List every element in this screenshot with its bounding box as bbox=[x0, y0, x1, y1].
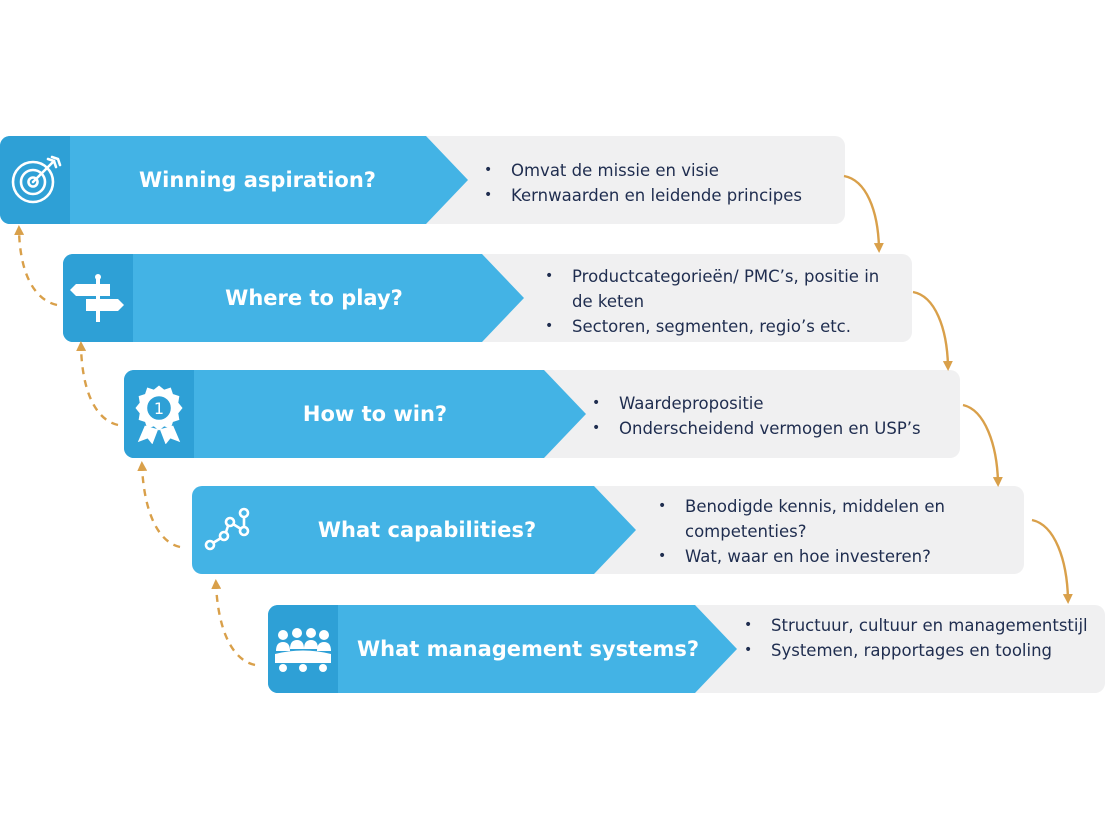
target-icon bbox=[11, 155, 62, 204]
bullet-list: Productcategorieën/ PMC’s, positie in de… bbox=[545, 264, 905, 339]
icon-box: 1 bbox=[124, 370, 194, 458]
step-how-to-win: 1 How to win? Waardepropositie Ondersche… bbox=[124, 370, 960, 458]
forward-arrow bbox=[843, 174, 884, 253]
title-arrow bbox=[192, 486, 636, 574]
icon-box bbox=[268, 605, 338, 693]
bullet-item: Wat, waar en hoe investeren? bbox=[658, 544, 978, 569]
step-title: How to win? bbox=[302, 402, 448, 426]
feedback-arrow bbox=[14, 225, 58, 307]
step-what-capabilities: What capabilities? Benodigde kennis, mid… bbox=[192, 486, 1024, 574]
network-nodes-icon bbox=[204, 507, 250, 551]
bullet-item: Waardepropositie bbox=[592, 391, 952, 416]
title-arrow bbox=[124, 370, 586, 458]
step-where-to-play: Where to play? Productcategorieën/ PMC’s… bbox=[63, 254, 912, 342]
icon-box bbox=[0, 136, 70, 224]
step-title: Winning aspiration? bbox=[139, 168, 376, 192]
bullet-list: Structuur, cultuur en managementstijl Sy… bbox=[744, 613, 1094, 663]
team-meeting-icon bbox=[275, 628, 331, 672]
award-ribbon-icon: 1 bbox=[135, 385, 183, 444]
bullet-item: Sectoren, segmenten, regio’s etc. bbox=[545, 314, 905, 339]
forward-arrow bbox=[1031, 518, 1073, 604]
step-title: What capabilities? bbox=[317, 518, 537, 542]
icon-box bbox=[63, 254, 133, 342]
title-arrow bbox=[268, 605, 737, 693]
bullet-item: Kernwaarden en leidende principes bbox=[484, 183, 834, 208]
bullet-list: Omvat de missie en visie Kernwaarden en … bbox=[484, 158, 834, 208]
step-what-management-systems: What management systems? Structuur, cult… bbox=[268, 605, 1105, 693]
bullet-item: Benodigde kennis, middelen en competenti… bbox=[658, 494, 978, 544]
bullet-item: Onderscheidend vermogen en USP’s bbox=[592, 416, 952, 441]
icon-box bbox=[192, 486, 262, 574]
bullet-item: Structuur, cultuur en managementstijl bbox=[744, 613, 1094, 638]
bullet-list: Benodigde kennis, middelen en competenti… bbox=[658, 494, 978, 569]
title-arrow bbox=[63, 254, 524, 342]
forward-arrow bbox=[962, 403, 1003, 487]
bullet-item: Omvat de missie en visie bbox=[484, 158, 834, 183]
title-arrow bbox=[0, 136, 468, 224]
bullet-item: Productcategorieën/ PMC’s, positie in de… bbox=[545, 264, 905, 314]
feedback-arrow bbox=[76, 341, 119, 427]
step-winning-aspiration: Winning aspiration? Omvat de missie en v… bbox=[0, 136, 845, 224]
step-title: Where to play? bbox=[225, 286, 403, 310]
bullet-item: Systemen, rapportages en tooling bbox=[744, 638, 1094, 663]
bullet-list: Waardepropositie Onderscheidend vermogen… bbox=[592, 391, 952, 441]
svg-text:1: 1 bbox=[154, 399, 164, 418]
feedback-arrow bbox=[211, 579, 256, 667]
signpost-icon bbox=[70, 274, 124, 322]
forward-arrow bbox=[912, 290, 953, 371]
step-title: What management systems? bbox=[356, 637, 700, 661]
feedback-arrow bbox=[137, 461, 181, 549]
